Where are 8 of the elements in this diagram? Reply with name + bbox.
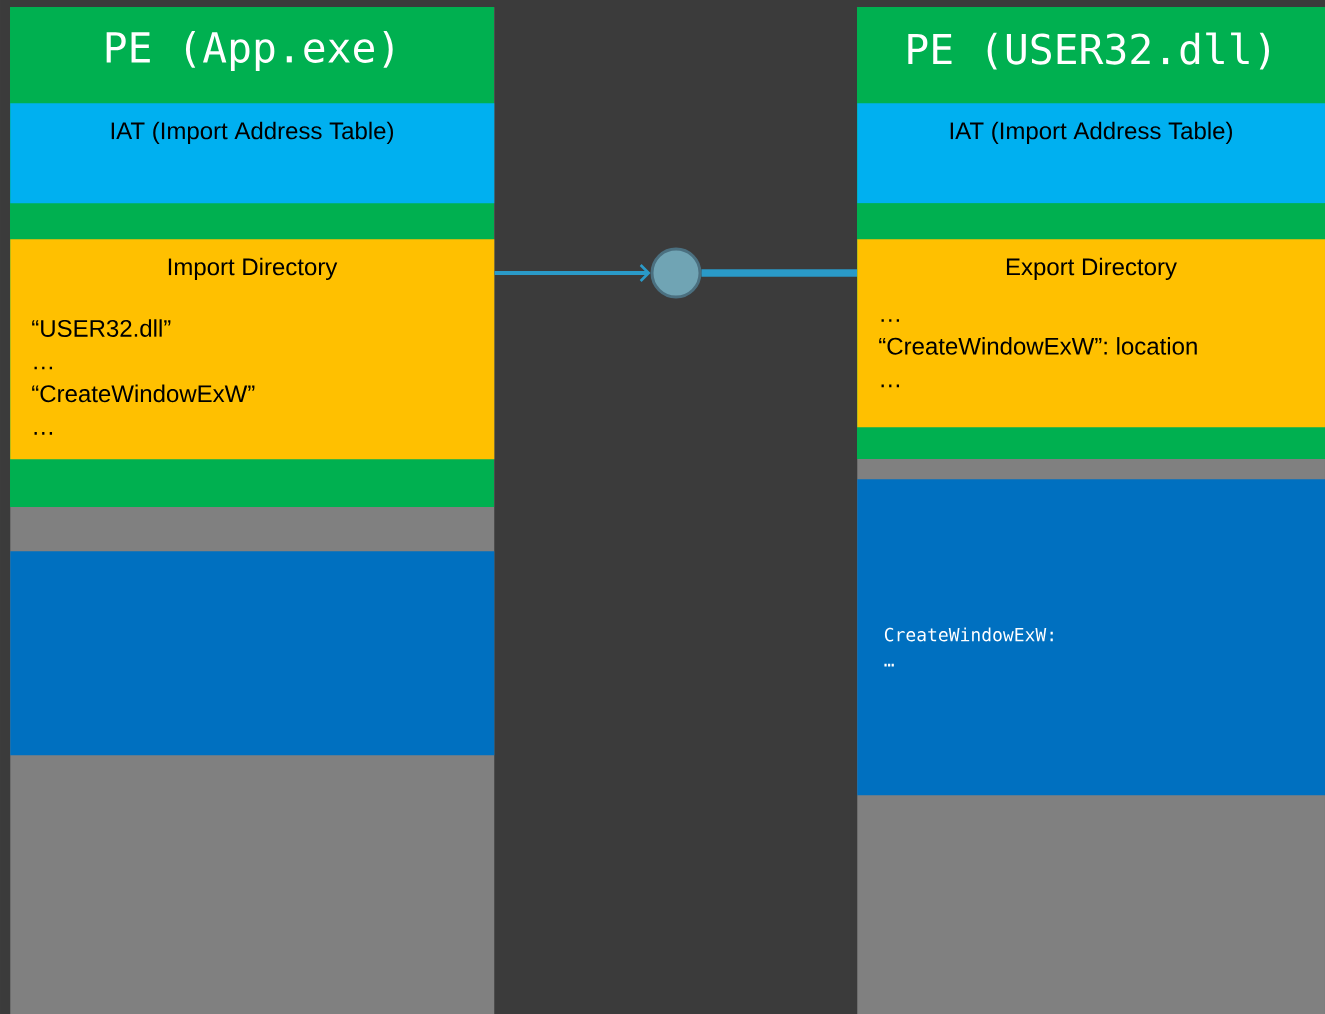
code-block xyxy=(10,551,495,756)
table-box: IAT (Import Address Table) xyxy=(857,103,1325,204)
connector-arrow xyxy=(494,264,651,282)
code-block: CreateWindowExW: … xyxy=(857,479,1325,796)
table-box: IAT (Import Address Table) xyxy=(10,103,495,204)
directory-box: Import Directory “USER32.dll” … “CreateWindowExW” … xyxy=(10,239,495,460)
junction-circle xyxy=(650,247,702,299)
directory-box: Export Directory … “CreateWindowExW”: location … xyxy=(857,239,1325,428)
